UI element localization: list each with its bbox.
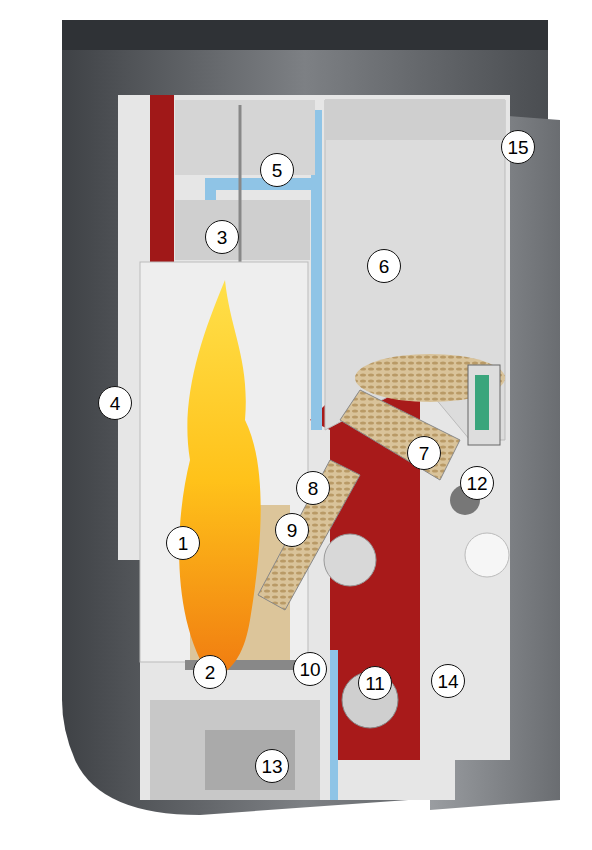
callout-number: 10 (299, 660, 320, 679)
callout-circle: 4 (98, 386, 132, 420)
callout-circle: 3 (205, 220, 239, 254)
callout-number: 6 (379, 257, 390, 276)
callout-circle: 10 (293, 652, 327, 686)
callout-circle: 2 (193, 655, 227, 689)
callout-number: 11 (365, 674, 385, 693)
callout-number: 1 (178, 534, 189, 553)
callout-number: 2 (205, 663, 216, 682)
callout-circle: 5 (260, 153, 294, 187)
callout-number: 4 (110, 394, 121, 413)
callout-number: 8 (308, 479, 319, 498)
callout-circle: 15 (501, 130, 535, 164)
callout-number: 12 (466, 474, 487, 493)
callout-circle: 11 (358, 666, 392, 700)
callout-circle: 9 (275, 513, 309, 547)
callout-number: 15 (507, 138, 528, 157)
callout-circle: 8 (296, 471, 330, 505)
callout-circle: 12 (460, 466, 494, 500)
callout-circle: 14 (431, 664, 465, 698)
callout-circle: 6 (367, 249, 401, 283)
callout-number: 9 (287, 521, 298, 540)
callout-circle: 13 (255, 749, 289, 783)
callout-number: 5 (272, 161, 283, 180)
callout-circle: 1 (166, 526, 200, 560)
callout-number: 3 (217, 228, 228, 247)
callout-number: 13 (261, 757, 282, 776)
callout-circle: 7 (407, 436, 441, 470)
callout-number: 7 (419, 444, 430, 463)
callout-number: 14 (437, 672, 458, 691)
